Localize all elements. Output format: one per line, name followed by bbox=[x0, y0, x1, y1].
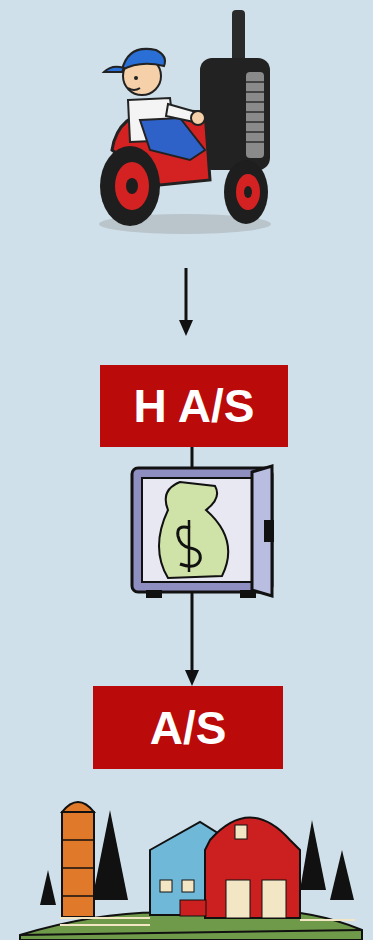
tractor-illustration bbox=[99, 10, 271, 234]
process-box: H A/S bbox=[100, 365, 288, 447]
process-box: A/S bbox=[93, 686, 283, 769]
farm-illustration bbox=[20, 802, 362, 940]
box-label: A/S bbox=[150, 705, 227, 751]
box-label: H A/S bbox=[134, 383, 255, 429]
flow-arrow bbox=[179, 268, 193, 336]
